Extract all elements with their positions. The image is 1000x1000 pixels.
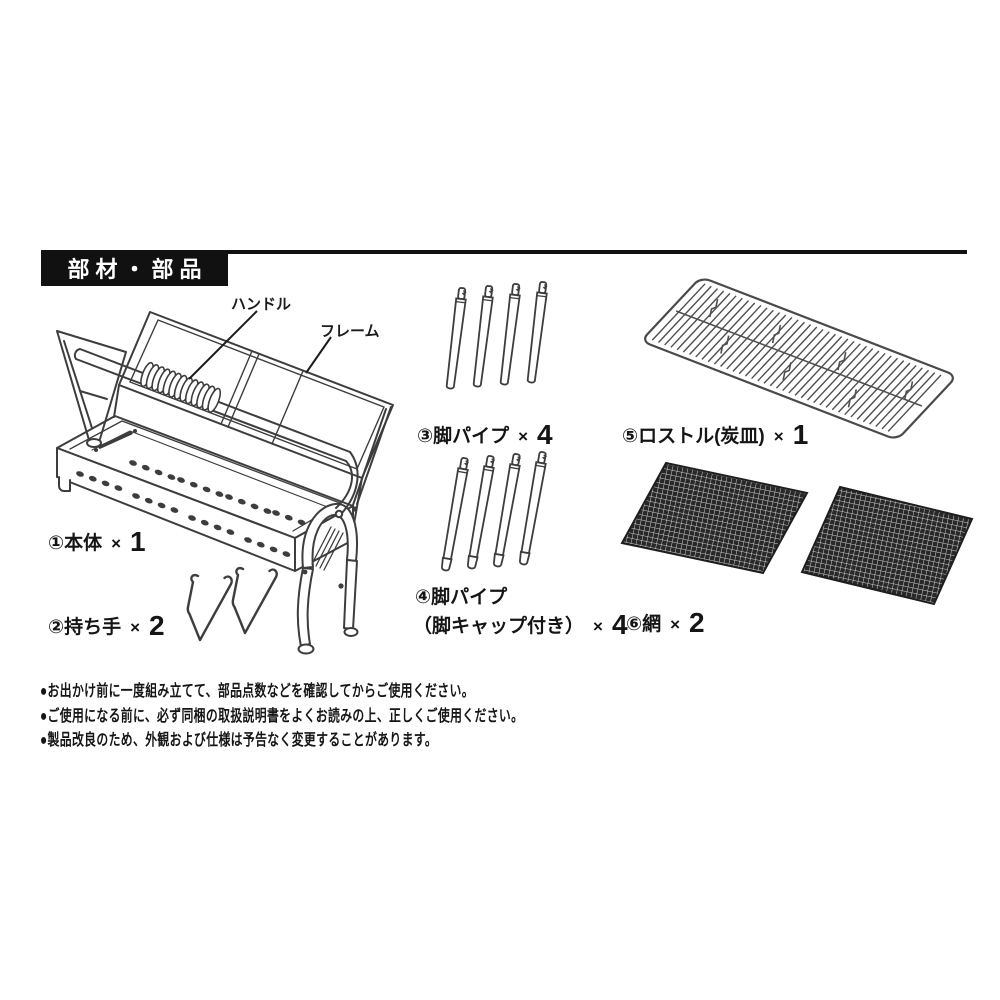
times-sign: × <box>773 427 784 446</box>
part-count: 1 <box>792 419 809 450</box>
callout-leader-lines <box>188 310 332 380</box>
section-header: 部材・部品 <box>41 250 228 286</box>
part-label-leg-pipe: ③脚パイプ×4 <box>417 419 553 450</box>
section-title: 部材・部品 <box>67 257 208 282</box>
part-label-carry-handle: ②持ち手×2 <box>48 610 165 641</box>
carry-handles-drawing <box>186 566 278 642</box>
grill-mesh-drawing <box>620 461 974 606</box>
part-count: 2 <box>149 610 165 641</box>
times-sign: × <box>593 617 603 636</box>
part-label-body: ①本体×1 <box>48 526 146 557</box>
part-count: 4 <box>611 609 628 640</box>
callout-handle-label: ハンドル <box>231 296 292 313</box>
leg-pipes-drawing <box>444 280 550 391</box>
note-line: ●製品改良のため、外観および仕様は予告なく変更することがあります。 <box>40 732 438 749</box>
times-sign: × <box>518 427 529 446</box>
part-label-leg-pipe-cap-line1: ④脚パイプ <box>415 587 508 608</box>
header-rule <box>41 250 967 254</box>
part-label-leg-pipe-cap-line2: （脚キャップ付き）×4 <box>413 609 628 640</box>
times-sign: × <box>670 615 681 634</box>
leg-pipes-with-caps-drawing <box>439 450 549 573</box>
charcoal-grate-drawing <box>641 277 957 440</box>
part-count: 1 <box>130 526 146 557</box>
times-sign: × <box>130 618 141 637</box>
callout-frame-label: フレーム <box>320 323 380 340</box>
times-sign: × <box>111 534 122 553</box>
part-count: 2 <box>689 607 705 638</box>
usage-notes: ●お出かけ前に一度組み立てて、部品点数などを確認してからご使用ください。 ●ご使… <box>40 680 523 754</box>
note-line: ●ご使用になる前に、必ず同梱の取扱説明書をよくお読みの上、正しくご使用ください。 <box>40 707 524 725</box>
main-body-drawing <box>56 311 394 655</box>
part-label-mesh: ⑥網×2 <box>626 607 705 638</box>
note-line: ●お出かけ前に一度組み立てて、部品点数などを確認してからご使用ください。 <box>40 683 474 700</box>
part-count: 4 <box>537 419 553 450</box>
part-label-grate: ⑤ロストル(炭皿)×1 <box>622 419 809 450</box>
